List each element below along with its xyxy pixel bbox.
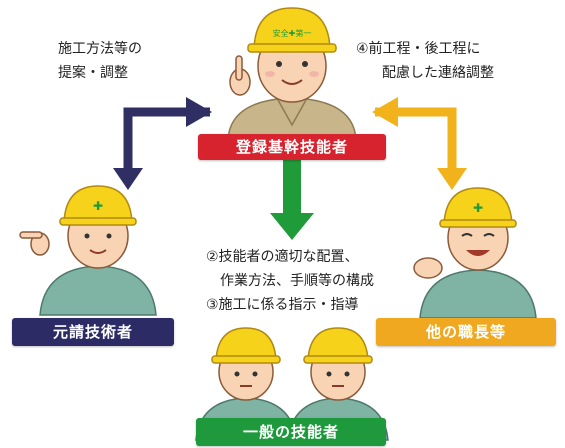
note-proposal-line1: 施工方法等の bbox=[58, 41, 142, 57]
svg-text:✚: ✚ bbox=[473, 201, 483, 215]
other-foreman-figure: ✚ bbox=[413, 187, 537, 319]
banner-general-technicians: 一般の技能者 bbox=[196, 418, 386, 446]
navy-arrow bbox=[113, 97, 212, 190]
note-coordination-line1: ④前工程・後工程に bbox=[356, 41, 481, 57]
green-arrow bbox=[270, 160, 314, 240]
prime-engineer-figure: ✚ bbox=[19, 185, 157, 316]
note-proposal-line2: 提案・調整 bbox=[58, 65, 128, 81]
banner-other-foremen: 他の職長等 bbox=[376, 318, 556, 346]
note-instruction: ③施工に係る指示・指導 bbox=[206, 297, 359, 313]
banner-prime-engineer: 元請技術者 bbox=[12, 318, 174, 346]
helmet-label: 安全✚第一 bbox=[273, 28, 312, 38]
note-coordination-line2: 配慮した連絡調整 bbox=[382, 65, 494, 81]
banner-registered-core-technician: 登録基幹技能者 bbox=[198, 134, 386, 160]
orange-arrow bbox=[372, 97, 467, 190]
svg-text:✚: ✚ bbox=[93, 199, 103, 213]
note-placement-line2: 作業方法、手順等の構成 bbox=[220, 273, 374, 289]
note-placement-line1: ②技能者の適切な配置、 bbox=[206, 249, 359, 265]
core-technician-figure: 安全✚第一 bbox=[227, 7, 357, 141]
